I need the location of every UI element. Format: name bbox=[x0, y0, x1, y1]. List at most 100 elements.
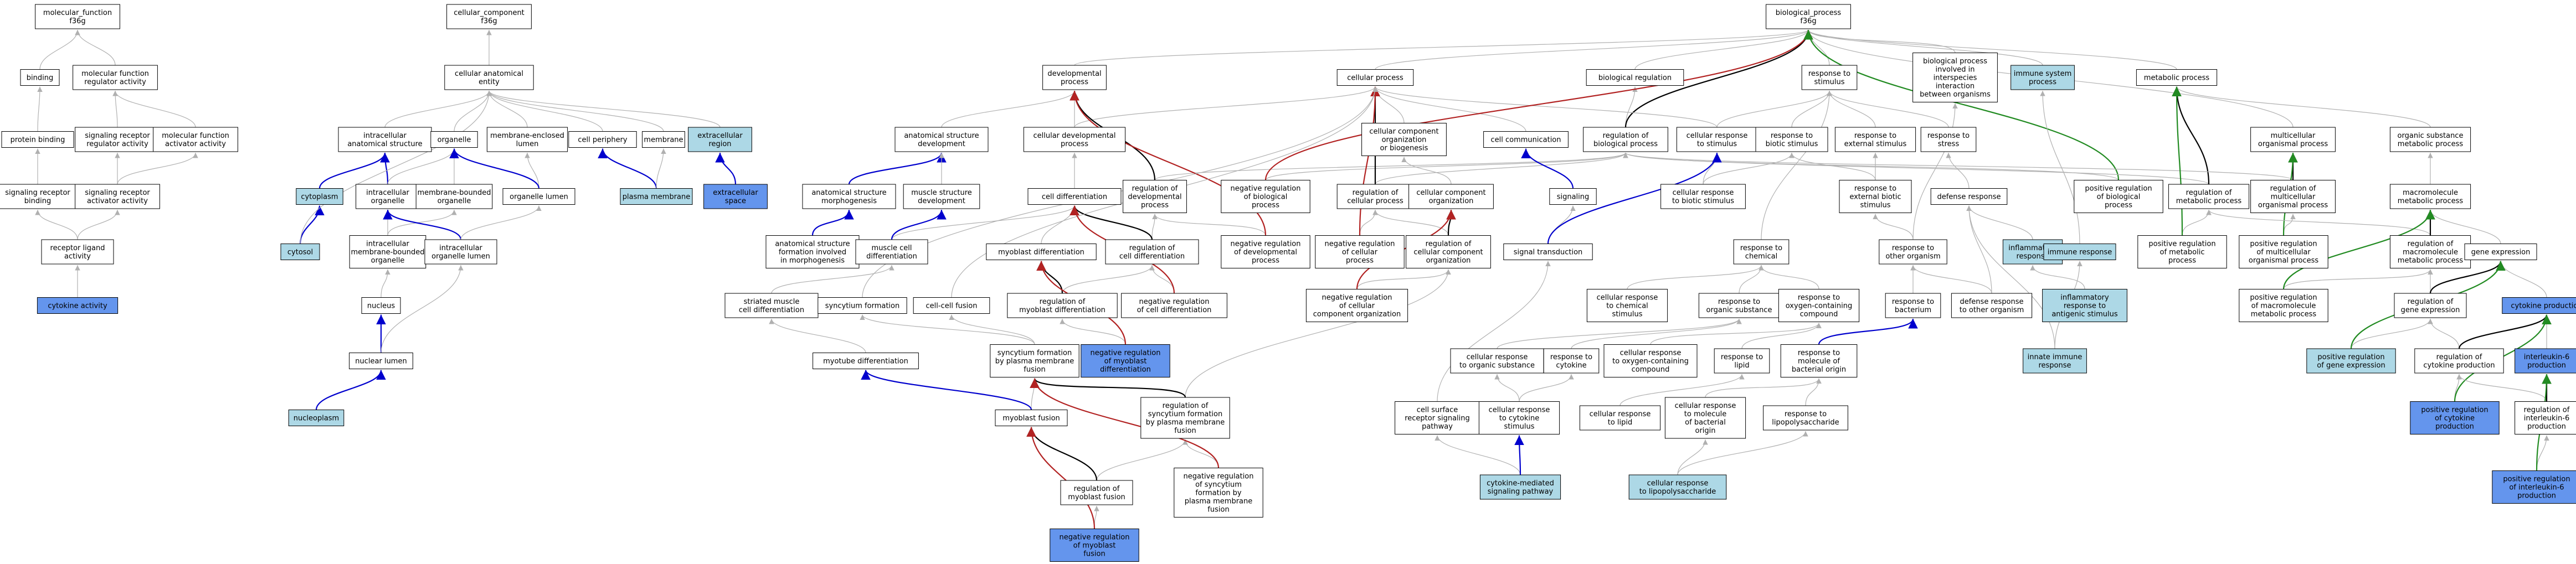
node-label-multiorg: organismal process bbox=[2258, 140, 2328, 148]
node-label-ccob: organization bbox=[1382, 136, 1427, 144]
node-label-regmulti: regulation of bbox=[2270, 185, 2316, 193]
node-box-immresp bbox=[2043, 244, 2116, 260]
node-label-regdev: developmental bbox=[1128, 193, 1181, 201]
edge-cellproc-to-bp bbox=[1375, 29, 1811, 70]
node-box-posregbp bbox=[2074, 180, 2163, 213]
node-box-respbiotic bbox=[1755, 127, 1828, 152]
node-box-ccorg bbox=[1408, 184, 1494, 209]
node-box-extspace bbox=[703, 184, 768, 209]
node-box-regge bbox=[2394, 293, 2467, 318]
edge-posregmacro-to-macromet bbox=[2282, 209, 2435, 289]
node-box-asd bbox=[894, 127, 989, 152]
node-box-devproc bbox=[1042, 65, 1107, 90]
node-box-macromet bbox=[2389, 184, 2471, 209]
edge-cellsurf-to-sigtrans bbox=[1437, 261, 1551, 402]
node-label-cellrespoxy: cellular response bbox=[1620, 349, 1682, 358]
node-box-respcyt bbox=[1543, 348, 1600, 374]
edge-regcytprod-to-regge bbox=[2428, 318, 2460, 349]
node-label-cellrespstim: to stimulus bbox=[1697, 140, 1737, 148]
node-label-regcd: cell differentiation bbox=[1119, 252, 1185, 261]
edge-resporg-to-respextbio bbox=[1873, 214, 1914, 240]
node-label-sraa: signaling receptor bbox=[85, 189, 150, 197]
node-label-bpinter: interspecies bbox=[1934, 74, 1977, 82]
edge-devproc-to-bp bbox=[1074, 29, 1811, 66]
node-label-bpinter: involved in bbox=[1935, 66, 1975, 74]
node-box-protbind bbox=[1, 131, 74, 148]
node-label-posregil6: positive regulation bbox=[2503, 475, 2570, 484]
node-label-regmulti: organismal process bbox=[2258, 201, 2328, 210]
node-label-cc: cellular_component bbox=[454, 9, 525, 17]
node-label-negregccorg: component organization bbox=[1313, 311, 1401, 319]
edge-imbo-to-mbo bbox=[387, 209, 457, 236]
node-label-posregcyt: of cytokine bbox=[2435, 415, 2475, 423]
node-label-extreg: region bbox=[708, 140, 731, 148]
node-label-cellcomm: cell communication bbox=[1490, 136, 1561, 144]
node-label-devproc: developmental bbox=[1047, 70, 1101, 78]
node-box-posregil6 bbox=[2492, 470, 2576, 504]
node-box-cytosol bbox=[280, 244, 320, 260]
edge-smcd-to-mcd bbox=[771, 265, 894, 294]
edge-bpinter-to-bp bbox=[1806, 29, 1956, 53]
edge-regbp-to-bioreg bbox=[1625, 86, 1638, 128]
edge-negregdev-to-regdev bbox=[1152, 214, 1266, 236]
edge-posregmacro-to-regmacro bbox=[2283, 269, 2433, 289]
node-label-respbact: bacterium bbox=[1895, 306, 1931, 314]
node-label-bpinter: between organisms bbox=[1920, 91, 1991, 99]
node-box-cellfusion bbox=[913, 297, 990, 314]
node-label-infantigen: inflammatory bbox=[2060, 294, 2109, 302]
node-box-mcd bbox=[855, 239, 928, 265]
node-label-regcp: cellular process bbox=[1347, 197, 1403, 205]
node-label-posregil6: production bbox=[2517, 492, 2556, 500]
node-label-respstress: response to bbox=[1927, 132, 1970, 140]
node-label-mcd: differentiation bbox=[866, 252, 917, 261]
node-box-cellrespoxy bbox=[1603, 344, 1698, 377]
node-label-negregmbfus: fusion bbox=[1083, 550, 1105, 558]
node-label-regcp: regulation of bbox=[1353, 189, 1398, 197]
node-label-negregmbd: negative regulation bbox=[1090, 349, 1160, 358]
node-immresp: immune response bbox=[2043, 244, 2116, 260]
node-box-mfra bbox=[73, 65, 158, 90]
edge-orglumen-to-organelle bbox=[449, 148, 540, 189]
node-label-cellresplipid: to lipid bbox=[1608, 418, 1633, 427]
node-label-cellrespchem: stimulus bbox=[1612, 311, 1642, 319]
node-label-regdev: process bbox=[1141, 201, 1169, 210]
edge-regmacro-to-regmet bbox=[2206, 209, 2431, 236]
edge-cellresporg-to-resporgsub bbox=[1497, 318, 1742, 349]
node-label-organelle: organelle bbox=[438, 136, 471, 144]
node-label-negregbp: process bbox=[1252, 201, 1279, 210]
node-label-cellresplps: cellular response bbox=[1647, 479, 1709, 488]
node-cytosol: cytosol bbox=[280, 244, 320, 260]
node-box-mbdiff bbox=[813, 353, 919, 369]
edge-nucleoplasm-to-nuclumen bbox=[315, 370, 386, 410]
node-label-syncfus: fusion bbox=[1024, 366, 1045, 374]
node-label-cae: cellular anatomical bbox=[455, 70, 523, 78]
node-label-asfm: anatomical structure bbox=[775, 240, 850, 249]
node-box-innate bbox=[2023, 348, 2087, 374]
node-label-nucleoplasm: nucleoplasm bbox=[294, 415, 339, 423]
node-box-il6prod bbox=[2515, 348, 2576, 374]
node-label-mel: lumen bbox=[516, 140, 539, 148]
node-box-ccob bbox=[1361, 123, 1447, 156]
node-label-orglumen: organelle lumen bbox=[510, 193, 568, 201]
edge-negregsync-to-syncfus bbox=[1030, 378, 1220, 468]
node-defresp: defense response bbox=[1930, 188, 2008, 205]
node-box-imbo bbox=[349, 235, 426, 268]
node-label-ias: anatomical structure bbox=[347, 140, 422, 148]
node-box-negregmbd bbox=[1081, 344, 1170, 377]
node-label-mf: f36g bbox=[69, 17, 85, 25]
